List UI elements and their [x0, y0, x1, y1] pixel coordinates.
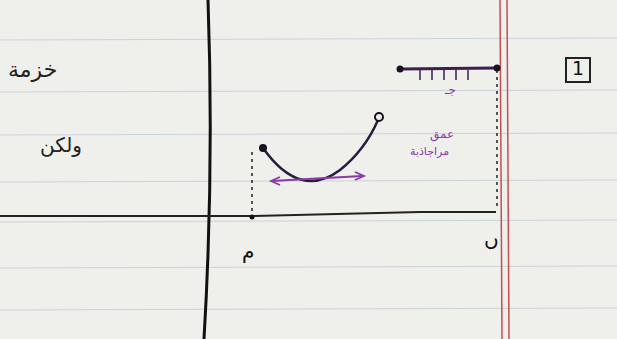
dotted-line [496, 70, 498, 210]
margin-line [204, 0, 210, 339]
note-text: مراجاذبة [410, 146, 449, 158]
interval-line [400, 68, 497, 69]
point-label: ں [484, 228, 499, 250]
point-label: م [242, 240, 254, 262]
closed-dot [259, 144, 267, 152]
interval-label: جـ [445, 84, 456, 97]
callout-number: 1 [572, 58, 584, 79]
curve [263, 120, 378, 181]
purple-arrow [272, 176, 362, 181]
number-box [566, 58, 590, 82]
red-margin [500, 0, 502, 339]
note-text: خزمة [8, 58, 57, 82]
note-text: عمق [430, 128, 454, 141]
dotted-line [251, 152, 253, 214]
number-line [0, 212, 496, 216]
red-margin [507, 0, 509, 339]
point [250, 215, 255, 220]
open-dot [375, 113, 383, 121]
ruled-lines [0, 38, 617, 310]
hatching [420, 70, 468, 80]
note-text: ولكن [40, 134, 82, 156]
